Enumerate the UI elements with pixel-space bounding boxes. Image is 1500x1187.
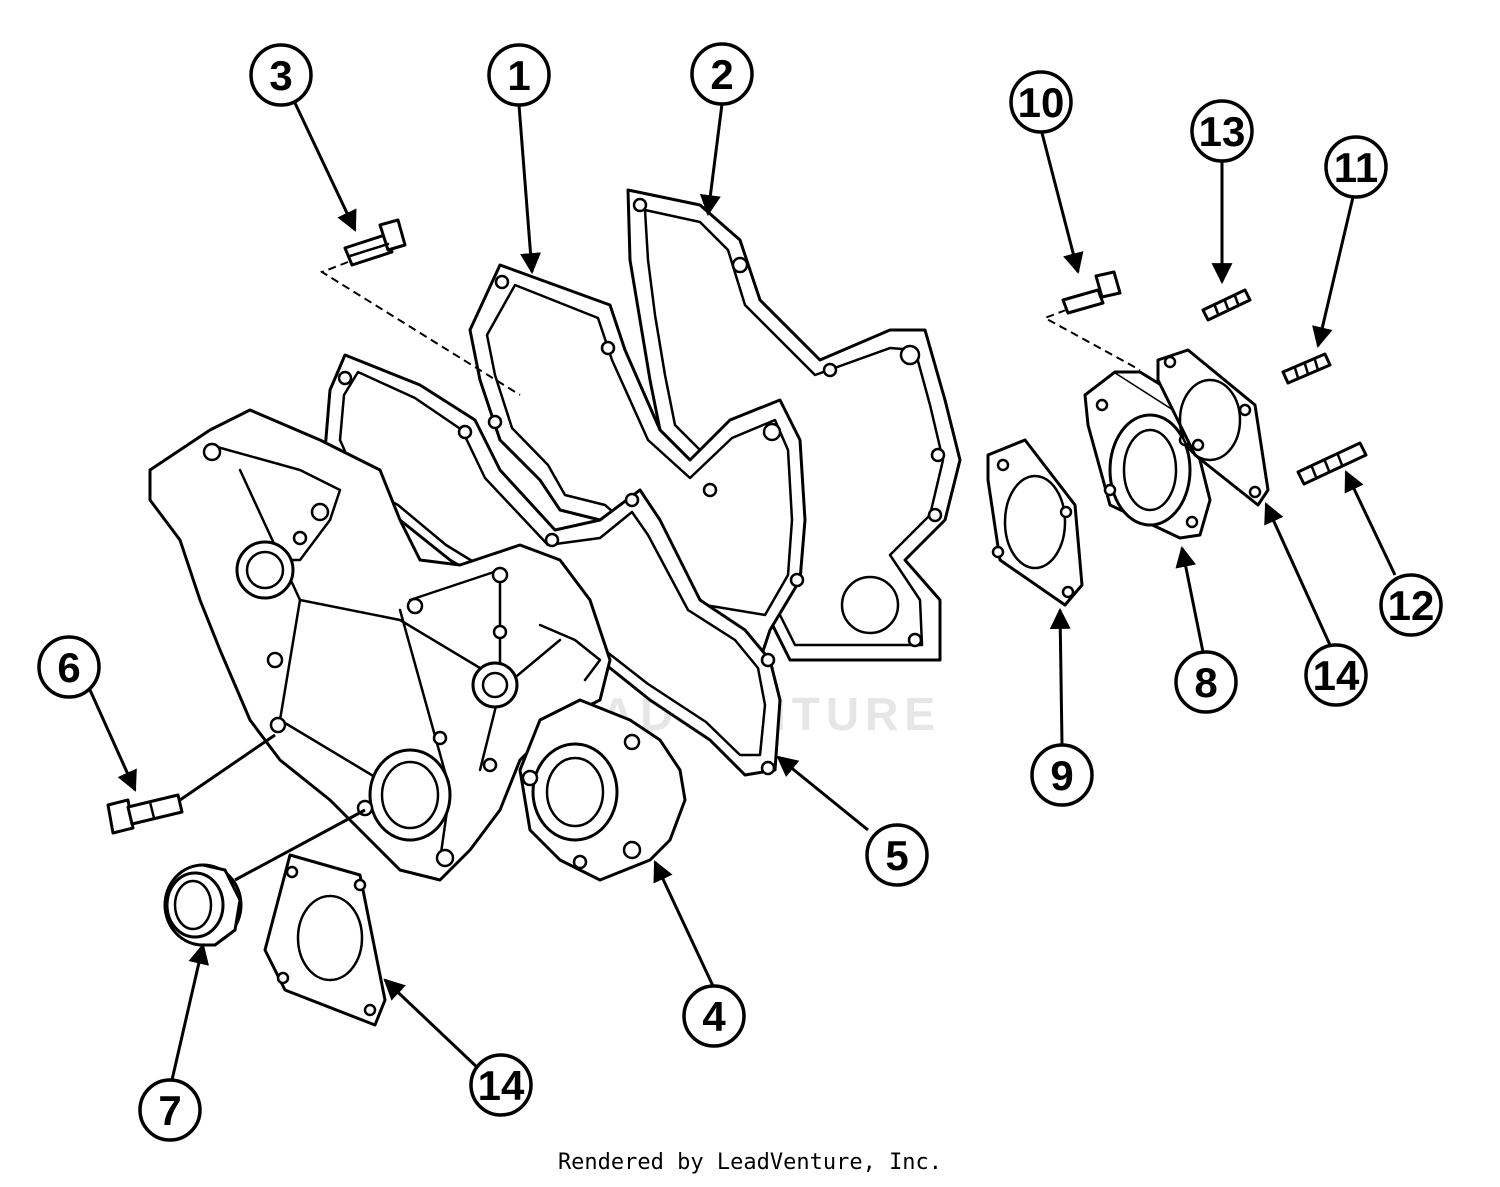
callout-10-label: 10: [1018, 79, 1065, 126]
callout-4-circle: [682, 984, 746, 1048]
callout-11-label: 11: [1334, 144, 1378, 191]
callout-3-label: 3: [269, 52, 292, 99]
callout-7-circle: [138, 1078, 202, 1142]
front-cover-casting: [148, 408, 612, 882]
callout-4[interactable]: 4: [682, 984, 746, 1048]
callout-8-circle: [1174, 650, 1238, 714]
stud-11: [1281, 352, 1332, 385]
callout-9[interactable]: 9: [1030, 743, 1094, 807]
callout-14-upper-label: 14: [1313, 652, 1360, 699]
footer-credit: Rendered by LeadVenture, Inc.: [557, 1150, 943, 1175]
stud-12: [1296, 441, 1368, 486]
assembly-lines: [179, 733, 366, 882]
callout-11[interactable]: 11: [1324, 135, 1388, 199]
callout-14-lower-label: 14: [478, 1062, 525, 1109]
gasket-front: [468, 263, 807, 662]
callout-2-label: 2: [710, 51, 733, 98]
square-gasket-14-upper: [1156, 348, 1270, 507]
callout-2-circle: [690, 42, 754, 106]
callout-7-label: 7: [158, 1087, 181, 1134]
bolt-3: [343, 218, 407, 267]
callout-1[interactable]: 1: [487, 43, 551, 107]
callout-13-label: 13: [1199, 108, 1246, 155]
callout-13-circle: [1190, 99, 1254, 163]
oil-seal-7: [163, 863, 243, 947]
callout-12-circle: [1379, 573, 1443, 637]
square-gasket-14-lower: [263, 853, 387, 1027]
callout-6[interactable]: 6: [37, 635, 101, 699]
bolt-6: [106, 793, 184, 835]
callout-14-lower[interactable]: 14: [469, 1053, 533, 1117]
callout-1-label: 1: [507, 52, 530, 99]
callout-11-circle: [1324, 135, 1388, 199]
callout-10[interactable]: 10: [1009, 70, 1073, 134]
callout-5[interactable]: 5: [865, 823, 929, 887]
callout-9-label: 9: [1050, 752, 1073, 799]
callout-13[interactable]: 13: [1190, 99, 1254, 163]
callout-14-upper-circle: [1304, 643, 1368, 707]
callout-5-label: 5: [885, 832, 908, 879]
callout-6-circle: [37, 635, 101, 699]
stud-13: [1201, 288, 1252, 322]
gasket-9: [986, 438, 1084, 607]
leader-arrows: [88, 102, 1397, 1081]
callout-1-circle: [487, 43, 551, 107]
callout-4-label: 4: [702, 993, 726, 1040]
callout-14-lower-circle: [469, 1053, 533, 1117]
callout-2[interactable]: 2: [690, 42, 754, 106]
callout-9-circle: [1030, 743, 1094, 807]
callout-14-upper[interactable]: 14: [1304, 643, 1368, 707]
alignment-lines: [319, 261, 1141, 396]
callout-3-circle: [249, 43, 313, 107]
callout-12-label: 12: [1388, 582, 1435, 629]
callout-7[interactable]: 7: [138, 1078, 202, 1142]
bolt-10: [1061, 270, 1122, 315]
callout-5-circle: [865, 823, 929, 887]
callout-12[interactable]: 12: [1379, 573, 1443, 637]
callout-8[interactable]: 8: [1174, 650, 1238, 714]
callout-3[interactable]: 3: [249, 43, 313, 107]
callout-10-circle: [1009, 70, 1073, 134]
callout-6-label: 6: [57, 644, 80, 691]
seal-housing: [518, 698, 687, 882]
callout-8-label: 8: [1194, 659, 1217, 706]
